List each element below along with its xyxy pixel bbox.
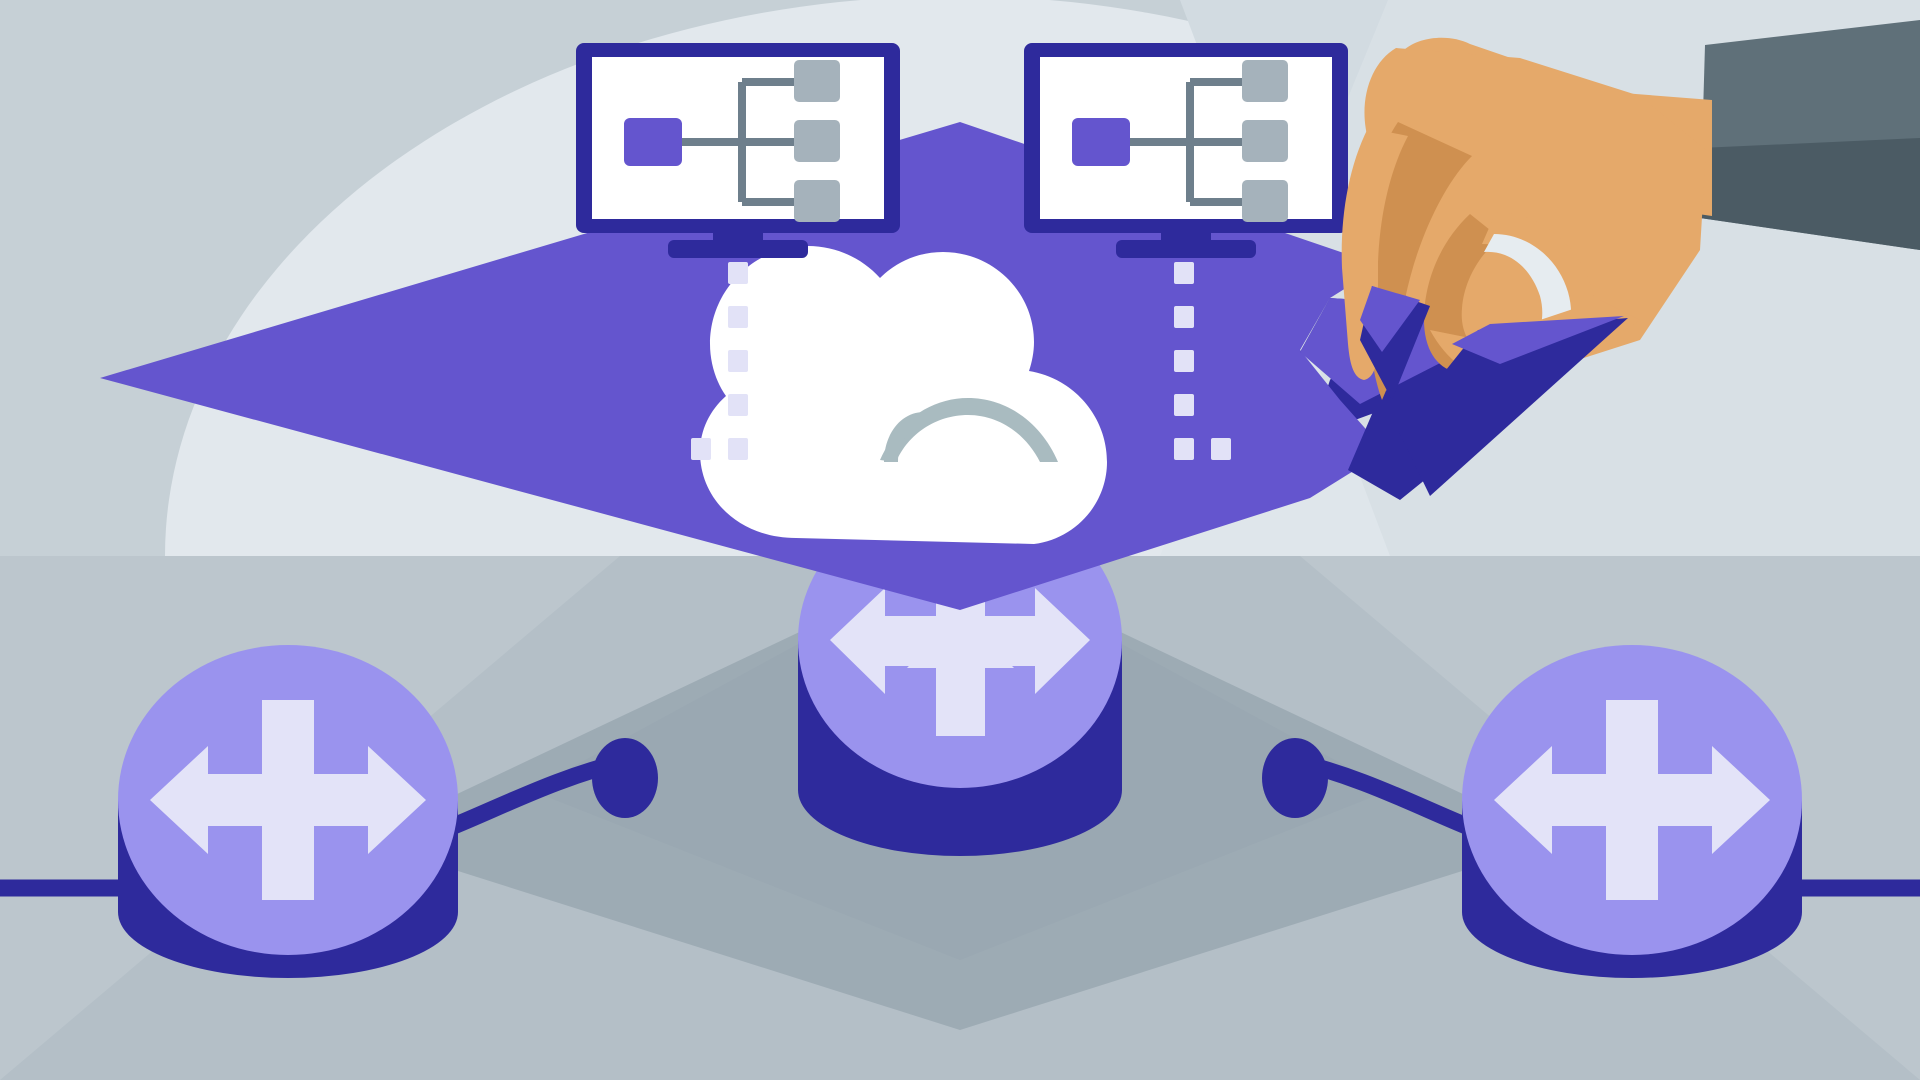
cloud-body	[700, 246, 1107, 544]
topology-left-links	[670, 78, 798, 206]
router-right-arrows-icon	[1494, 700, 1770, 900]
monitor-left[interactable]	[576, 43, 900, 258]
underlay-network-group	[0, 492, 1920, 978]
overlay-lifted-corner	[1360, 286, 1628, 496]
hand[interactable]	[1341, 20, 1920, 400]
hand-crease	[1398, 158, 1432, 268]
topology-left-root-node	[624, 118, 682, 166]
sleeve-cuff	[1700, 138, 1920, 250]
overlay-corner-right	[1398, 318, 1628, 496]
topology-left-leaf-node-2	[794, 120, 840, 162]
middle-finger	[1424, 214, 1500, 372]
topology-right-leaf-node-2	[1242, 120, 1288, 162]
router-left[interactable]	[118, 645, 458, 978]
overlay-corner-right-light	[1452, 316, 1624, 364]
cloud-shape	[700, 246, 1107, 544]
dashed-right	[1174, 262, 1231, 460]
cloud-shade-swoosh-small	[884, 412, 924, 462]
index-finger-front	[1341, 128, 1408, 380]
topology-right-links	[1118, 78, 1246, 206]
topology-right-leaf-node-1	[1242, 60, 1288, 102]
cloud-shade-swoosh	[880, 398, 1058, 462]
router-right[interactable]	[1462, 645, 1802, 978]
monitor-left-topology-diagram	[624, 60, 840, 222]
monitor-left-stand-base	[668, 240, 808, 258]
monitor-right-stand-base	[1116, 240, 1256, 258]
monitor-right-topology-diagram	[1072, 60, 1288, 222]
overlay-corner-tip-light	[1360, 286, 1420, 352]
link-node-right	[1262, 738, 1328, 818]
topology-right-leaf-node-3	[1242, 180, 1288, 222]
monitor-right[interactable]	[1024, 43, 1348, 258]
topology-left-leaf-node-3	[794, 180, 840, 222]
topology-right-root-node	[1072, 118, 1130, 166]
dashed-left	[691, 262, 748, 460]
link-node-left	[592, 738, 658, 818]
router-left-arrows-icon	[150, 700, 426, 900]
topology-left-leaf-node-1	[794, 60, 840, 102]
